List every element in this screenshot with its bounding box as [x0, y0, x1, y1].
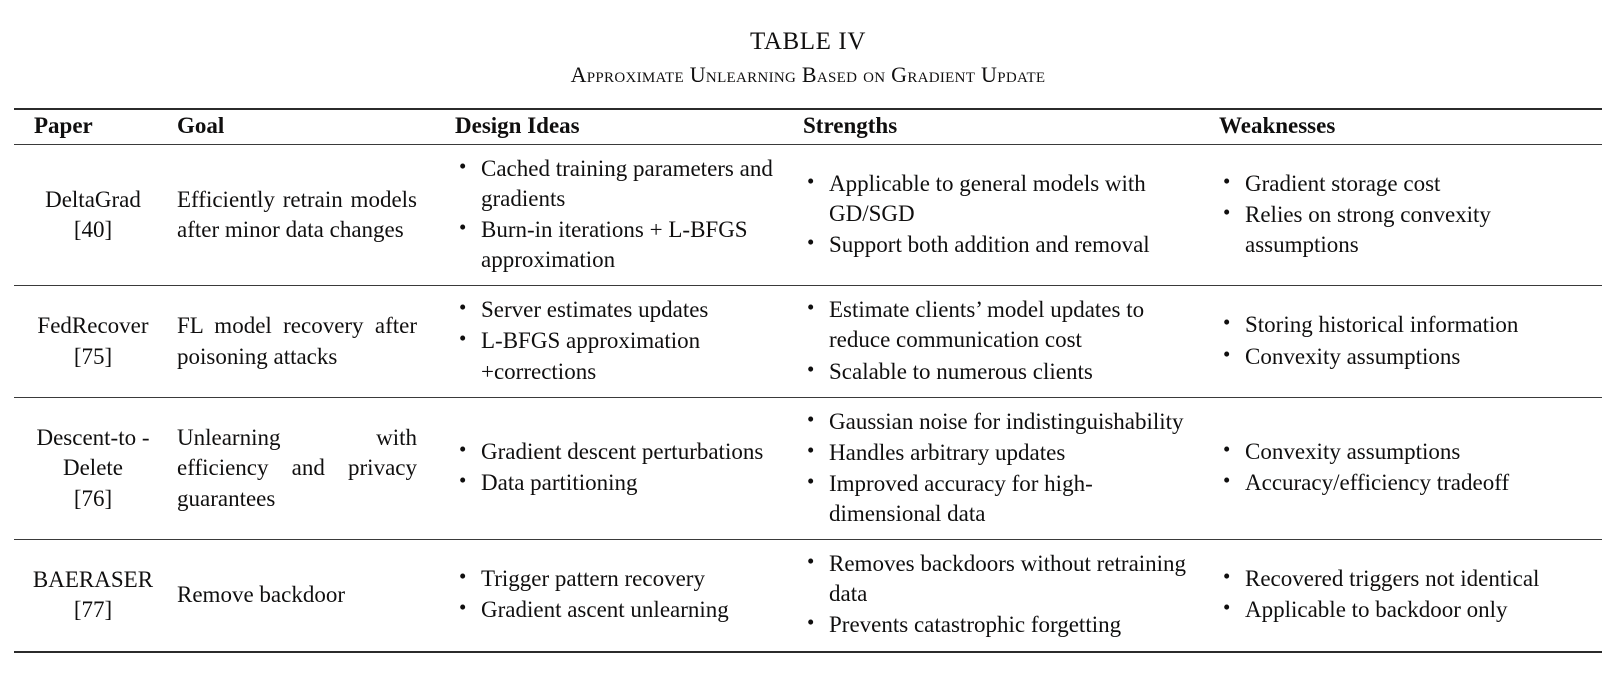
- bullet-list: Server estimates updatesL-BFGS approxima…: [455, 294, 785, 386]
- cell-goal: Remove backdoor: [172, 539, 447, 653]
- bullet-item: Data partitioning: [455, 467, 785, 498]
- column-header-goal: Goal: [172, 107, 447, 145]
- cell-weaknesses: Recovered triggers not identicalApplicab…: [1207, 539, 1602, 653]
- bullet-item: Server estimates updates: [455, 294, 785, 325]
- bullet-item: Convexity assumptions: [1219, 341, 1592, 372]
- paper-reference: [77]: [73, 597, 113, 623]
- bullet-item: Cached training parameters and gradients: [455, 153, 785, 214]
- cell-paper: DeltaGrad [40]: [14, 144, 172, 286]
- cell-weaknesses: Storing historical informationConvexity …: [1207, 285, 1602, 398]
- bullet-item: Relies on strong convexity assumptions: [1219, 199, 1592, 260]
- bullet-list: Gradient descent perturbationsData parti…: [455, 436, 785, 498]
- bullet-item: Trigger pattern recovery: [455, 563, 785, 594]
- comparison-table: Paper Goal Design Ideas Strengths Weakne…: [14, 107, 1602, 653]
- bullet-list: Recovered triggers not identicalApplicab…: [1219, 563, 1592, 625]
- paper-reference: [76]: [73, 485, 113, 511]
- bullet-item: Handles arbitrary updates: [803, 437, 1197, 468]
- cell-paper: BAERASER [77]: [14, 539, 172, 653]
- bullet-item: Gaussian noise for indistinguishability: [803, 406, 1197, 437]
- bullet-item: Gradient descent perturbations: [455, 436, 785, 467]
- cell-design-ideas: Trigger pattern recoveryGradient ascent …: [447, 539, 795, 653]
- bullet-item: Support both addition and removal: [803, 229, 1197, 260]
- cell-goal: FL model recovery after poisoning attack…: [172, 285, 447, 398]
- table-caption: TABLE IV Approximate Unlearning Based on…: [0, 0, 1616, 90]
- bullet-list: Gradient storage costRelies on strong co…: [1219, 168, 1592, 260]
- cell-strengths: Removes backdoors without retraining dat…: [795, 539, 1207, 653]
- bullet-list: Cached training parameters and gradients…: [455, 153, 785, 276]
- bullet-list: Applicable to general models with GD/SGD…: [803, 168, 1197, 260]
- cell-strengths: Estimate clients’ model updates to reduc…: [795, 285, 1207, 398]
- bullet-item: L-BFGS approximation +corrections: [455, 325, 785, 386]
- cell-design-ideas: Gradient descent perturbationsData parti…: [447, 396, 795, 540]
- cell-design-ideas: Server estimates updatesL-BFGS approxima…: [447, 285, 795, 398]
- bullet-item: Accuracy/efficiency tradeoff: [1219, 467, 1592, 498]
- table-title: Approximate Unlearning Based on Gradient…: [570, 62, 1046, 88]
- bullet-list: Gaussian noise for indistinguishabilityH…: [803, 406, 1197, 530]
- bullet-item: Gradient storage cost: [1219, 168, 1592, 199]
- bullet-item: Removes backdoors without retraining dat…: [803, 548, 1197, 609]
- column-header-weaknesses: Weaknesses: [1207, 107, 1602, 145]
- bullet-item: Prevents catastrophic forgetting: [803, 609, 1197, 640]
- cell-paper: Descent-to -Delete [76]: [14, 396, 172, 540]
- paper-reference: [75]: [73, 343, 113, 369]
- bullet-list: Storing historical informationConvexity …: [1219, 309, 1592, 372]
- bullet-item: Estimate clients’ model updates to reduc…: [803, 294, 1197, 355]
- table-row: FedRecover [75] FL model recovery after po…: [14, 285, 1602, 398]
- paper-reference: [40]: [73, 217, 113, 243]
- bullet-item: Improved accuracy for high-dimensional d…: [803, 468, 1197, 529]
- bullet-list: Convexity assumptionsAccuracy/efficiency…: [1219, 436, 1592, 498]
- table-header-row: Paper Goal Design Ideas Strengths Weakne…: [14, 107, 1602, 145]
- table-container: Paper Goal Design Ideas Strengths Weakne…: [14, 107, 1602, 653]
- cell-goal: Unlearning with efficiency and privacy g…: [172, 396, 447, 540]
- cell-weaknesses: Convexity assumptionsAccuracy/efficiency…: [1207, 396, 1602, 540]
- cell-paper: FedRecover [75]: [14, 285, 172, 398]
- paper-name: Descent-to -Delete: [36, 425, 150, 481]
- cell-strengths: Gaussian noise for indistinguishabilityH…: [795, 396, 1207, 540]
- table-header: Paper Goal Design Ideas Strengths Weakne…: [14, 107, 1602, 145]
- paper-name: FedRecover: [37, 313, 149, 339]
- cell-design-ideas: Cached training parameters and gradients…: [447, 144, 795, 286]
- bullet-item: Storing historical information: [1219, 309, 1592, 340]
- bullet-item: Scalable to numerous clients: [803, 356, 1197, 387]
- table-row: Descent-to -Delete [76] Unlearning with ef…: [14, 396, 1602, 540]
- bullet-list: Estimate clients’ model updates to reduc…: [803, 294, 1197, 387]
- bullet-item: Burn-in iterations + L-BFGS approximatio…: [455, 214, 785, 275]
- paper-name: DeltaGrad: [45, 186, 141, 212]
- column-header-design: Design Ideas: [447, 107, 795, 145]
- table-body: DeltaGrad [40] Efficiently retrain models …: [14, 144, 1602, 653]
- cell-strengths: Applicable to general models with GD/SGD…: [795, 144, 1207, 286]
- column-header-strengths: Strengths: [795, 107, 1207, 145]
- bullet-item: Gradient ascent unlearning: [455, 594, 785, 625]
- cell-weaknesses: Gradient storage costRelies on strong co…: [1207, 144, 1602, 286]
- column-header-paper: Paper: [14, 107, 172, 145]
- cell-goal: Efficiently retrain models after minor d…: [177, 186, 417, 243]
- bullet-item: Recovered triggers not identical: [1219, 563, 1592, 594]
- bullet-item: Applicable to general models with GD/SGD: [803, 168, 1197, 229]
- table-row: DeltaGrad [40] Efficiently retrain models …: [14, 144, 1602, 286]
- table-row: BAERASER[77]Remove backdoorTrigger patte…: [14, 539, 1602, 653]
- bullet-list: Removes backdoors without retraining dat…: [803, 548, 1197, 640]
- bullet-item: Applicable to backdoor only: [1219, 594, 1592, 625]
- paper-name: BAERASER: [32, 567, 154, 593]
- bullet-item: Convexity assumptions: [1219, 436, 1592, 467]
- table-number: TABLE IV: [750, 28, 866, 55]
- bullet-list: Trigger pattern recoveryGradient ascent …: [455, 563, 785, 625]
